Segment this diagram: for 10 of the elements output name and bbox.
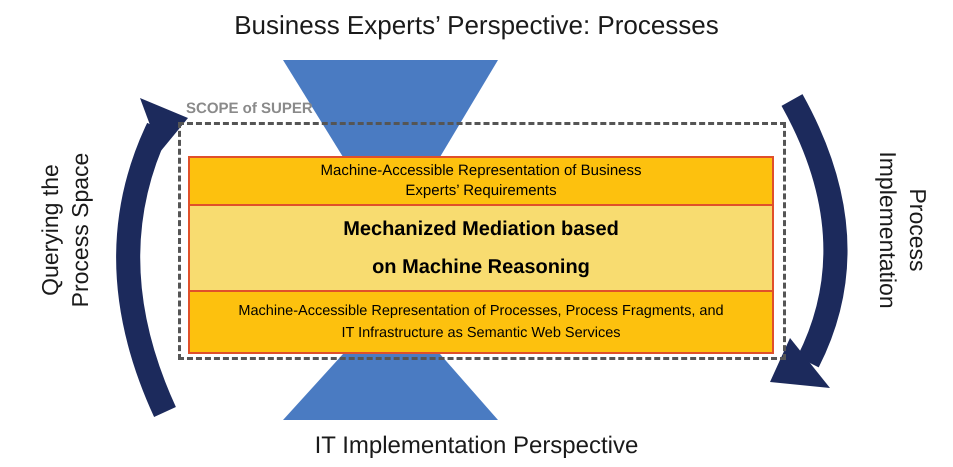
scope-box — [178, 100, 786, 360]
funnel-shape — [283, 354, 498, 420]
scope-title: SCOPE of SUPER — [186, 100, 313, 118]
layer-band: Mechanized Mediation based on Machine Reasoning — [190, 206, 772, 292]
perspective-label: Process Implementation — [874, 150, 932, 311]
layer-band: Machine-Accessible Representation of Business Experts’ Requirements — [190, 158, 772, 206]
layer-band: Machine-Accessible Representation of Processes, Process Fragments, and IT Infrastructure as Semantic Web Services — [190, 292, 772, 352]
perspective-label: Querying the Process Space — [36, 152, 94, 310]
perspective-label: IT Implementation Perspective — [314, 431, 640, 461]
perspective-label: Business Experts’ Perspective: Processes — [233, 9, 720, 42]
